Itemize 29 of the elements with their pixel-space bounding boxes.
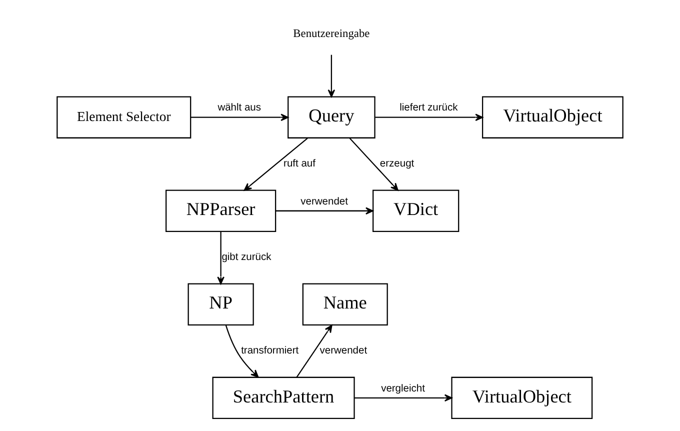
node-box: NP bbox=[188, 282, 254, 325]
node-box: Query bbox=[288, 96, 376, 138]
node-box: VDict bbox=[372, 189, 460, 232]
arrow bbox=[375, 113, 484, 120]
node-box: VirtualObject bbox=[451, 376, 593, 418]
node-text: Benutzereingabe bbox=[293, 27, 370, 40]
arrow bbox=[328, 54, 336, 97]
arrow bbox=[276, 206, 374, 214]
node-box: VirtualObject bbox=[482, 96, 624, 138]
arrow bbox=[190, 113, 289, 120]
node-box: NPParser bbox=[166, 189, 276, 232]
arrow bbox=[349, 137, 398, 190]
edge-label: liefert zurück bbox=[400, 102, 458, 114]
arrow bbox=[354, 394, 452, 402]
arrow bbox=[217, 231, 224, 284]
edge-label: gibt zurück bbox=[222, 252, 272, 263]
edge-label: verwendet bbox=[320, 345, 368, 356]
edge-label: wählt aus bbox=[218, 102, 262, 114]
edge-label: erzeugt bbox=[380, 158, 414, 170]
node-box: Element Selector bbox=[56, 96, 192, 138]
arrow bbox=[225, 324, 259, 378]
edge-label: verwendet bbox=[300, 196, 348, 207]
arrow bbox=[296, 324, 332, 378]
edge-label: transformiert bbox=[241, 345, 299, 356]
node-box: Name bbox=[302, 282, 388, 325]
edge-label: vergleicht bbox=[381, 382, 425, 394]
edge-label: ruft auf bbox=[284, 158, 316, 170]
node-box: SearchPattern bbox=[212, 376, 355, 418]
arrow bbox=[244, 137, 308, 190]
